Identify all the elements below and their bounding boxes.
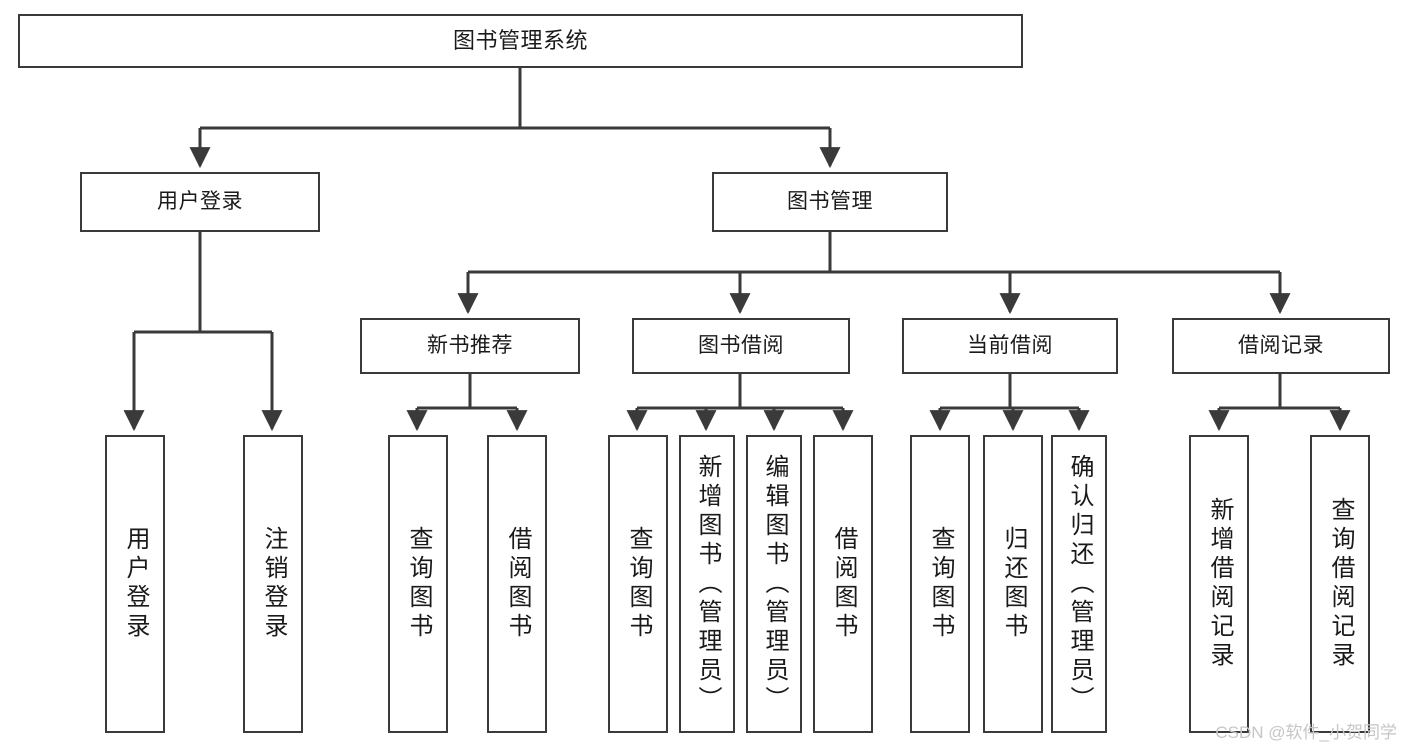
node-book-manage[interactable]: 图书管理 [712, 172, 948, 232]
node-leaf-confirm-return[interactable]: 确认归还（管理员） [1051, 435, 1107, 733]
node-root-label: 图书管理系统 [452, 28, 588, 54]
node-leaf-add-book[interactable]: 新增图书（管理员） [679, 435, 735, 733]
node-leaf-borrow-book-1[interactable]: 借阅图书 [487, 435, 547, 733]
node-user-login[interactable]: 用户登录 [80, 172, 320, 232]
node-leaf-borrow-book-2[interactable]: 借阅图书 [813, 435, 873, 733]
node-leaf-query-book-2[interactable]: 查询图书 [608, 435, 668, 733]
node-leaf-logout-label: 注销登录 [260, 526, 287, 642]
node-leaf-return-book-label: 归还图书 [1000, 526, 1027, 642]
node-leaf-user-login-label: 用户登录 [122, 526, 149, 642]
watermark: CSDN @软件_小贺同学 [1215, 723, 1397, 742]
node-root[interactable]: 图书管理系统 [18, 14, 1023, 68]
node-leaf-return-book[interactable]: 归还图书 [983, 435, 1043, 733]
node-leaf-user-login[interactable]: 用户登录 [105, 435, 165, 733]
node-leaf-query-book-1[interactable]: 查询图书 [388, 435, 448, 733]
node-leaf-query-book-3[interactable]: 查询图书 [910, 435, 970, 733]
node-current-borrow-label: 当前借阅 [967, 333, 1053, 357]
node-leaf-edit-book-label: 编辑图书（管理员） [761, 453, 788, 715]
node-new-book-recommend-label: 新书推荐 [427, 333, 513, 357]
node-leaf-confirm-return-label: 确认归还（管理员） [1066, 453, 1093, 715]
node-leaf-edit-book[interactable]: 编辑图书（管理员） [746, 435, 802, 733]
node-current-borrow[interactable]: 当前借阅 [902, 318, 1118, 374]
node-leaf-query-record-label: 查询借阅记录 [1327, 497, 1354, 671]
node-leaf-query-book-1-label: 查询图书 [405, 526, 432, 642]
node-user-login-label: 用户登录 [157, 189, 243, 213]
node-borrow-record-label: 借阅记录 [1238, 333, 1324, 357]
node-book-borrow[interactable]: 图书借阅 [632, 318, 850, 374]
node-leaf-add-record[interactable]: 新增借阅记录 [1189, 435, 1249, 733]
node-leaf-add-book-label: 新增图书（管理员） [694, 453, 721, 715]
node-leaf-borrow-book-2-label: 借阅图书 [830, 526, 857, 642]
node-leaf-borrow-book-1-label: 借阅图书 [504, 526, 531, 642]
node-book-borrow-label: 图书借阅 [698, 333, 784, 357]
node-new-book-recommend[interactable]: 新书推荐 [360, 318, 580, 374]
node-book-manage-label: 图书管理 [787, 189, 873, 213]
node-leaf-query-book-3-label: 查询图书 [927, 526, 954, 642]
node-borrow-record[interactable]: 借阅记录 [1172, 318, 1390, 374]
node-leaf-query-book-2-label: 查询图书 [625, 526, 652, 642]
node-leaf-add-record-label: 新增借阅记录 [1206, 497, 1233, 671]
node-leaf-logout[interactable]: 注销登录 [243, 435, 303, 733]
node-leaf-query-record[interactable]: 查询借阅记录 [1310, 435, 1370, 733]
